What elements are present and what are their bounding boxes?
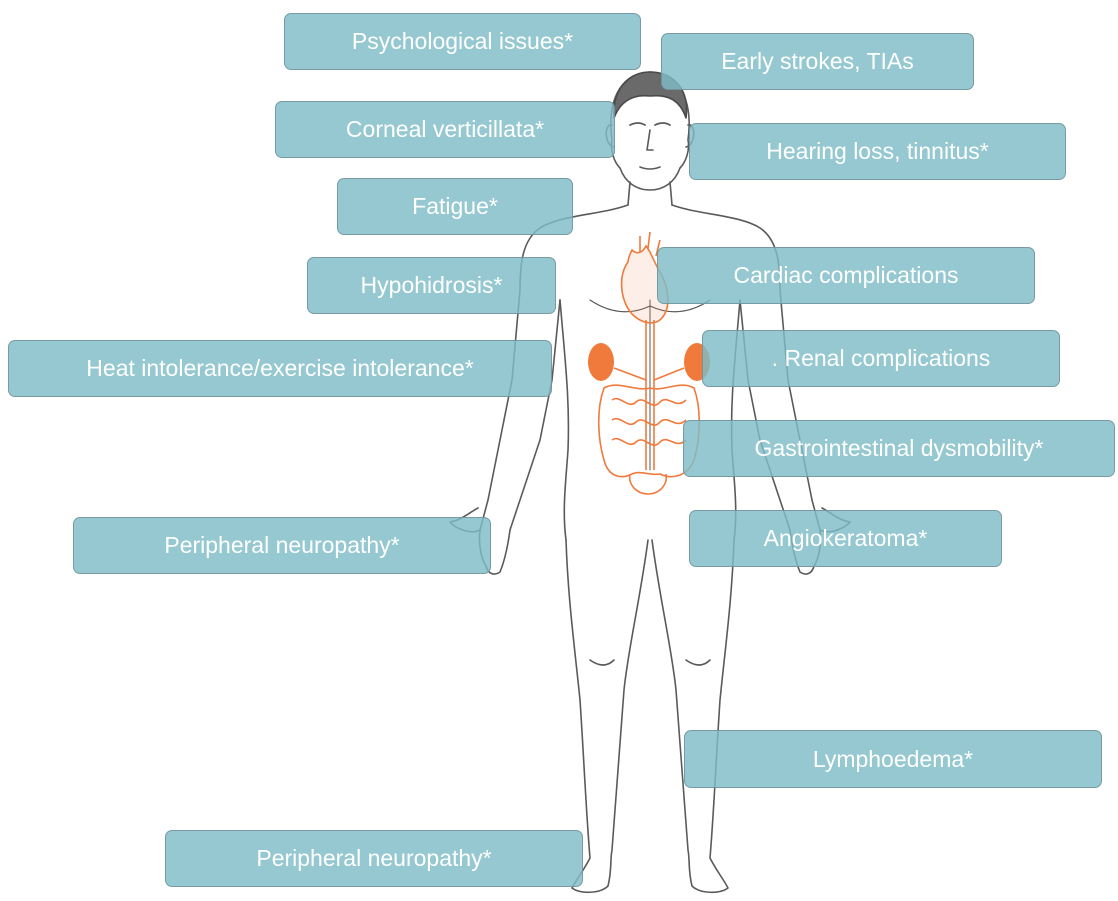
label-lymphoedema: Lymphoedema*	[684, 730, 1102, 788]
label-heat-intolerance: Heat intolerance/exercise intolerance*	[8, 340, 552, 397]
label-text: Cardiac complications	[734, 264, 959, 287]
label-text: Hypohidrosis*	[361, 274, 503, 297]
label-text: Hearing loss, tinnitus*	[766, 140, 988, 163]
label-hearing-loss: Hearing loss, tinnitus*	[689, 123, 1066, 180]
label-text: Gastrointestinal dysmobility*	[755, 437, 1044, 460]
label-text: Heat intolerance/exercise intolerance*	[86, 357, 473, 380]
label-early-strokes: Early strokes, TIAs	[661, 33, 974, 90]
label-text: Peripheral neuropathy*	[256, 847, 491, 870]
label-angiokeratoma: Angiokeratoma*	[689, 510, 1002, 567]
label-text: . Renal complications	[772, 347, 991, 370]
label-renal-complications: . Renal complications	[702, 330, 1060, 387]
label-gastrointestinal-dysmobility: Gastrointestinal dysmobility*	[683, 420, 1115, 477]
label-psychological-issues: Psychological issues*	[284, 13, 641, 70]
label-corneal-verticillata: Corneal verticillata*	[275, 101, 615, 158]
label-text: Lymphoedema*	[813, 748, 973, 771]
right-leg-outline	[652, 540, 734, 892]
left-kidney-icon	[588, 343, 614, 381]
label-text: Fatigue*	[412, 195, 498, 218]
label-text: Corneal verticillata*	[346, 118, 544, 141]
label-peripheral-neuropathy-hand: Peripheral neuropathy*	[73, 517, 491, 574]
label-text: Early strokes, TIAs	[721, 50, 914, 73]
label-hypohidrosis: Hypohidrosis*	[307, 257, 556, 314]
label-peripheral-neuropathy-foot: Peripheral neuropathy*	[165, 830, 583, 887]
label-cardiac-complications: Cardiac complications	[657, 247, 1035, 304]
label-text: Angiokeratoma*	[764, 527, 928, 550]
label-text: Psychological issues*	[352, 30, 573, 53]
label-fatigue: Fatigue*	[337, 178, 573, 235]
label-text: Peripheral neuropathy*	[164, 534, 399, 557]
